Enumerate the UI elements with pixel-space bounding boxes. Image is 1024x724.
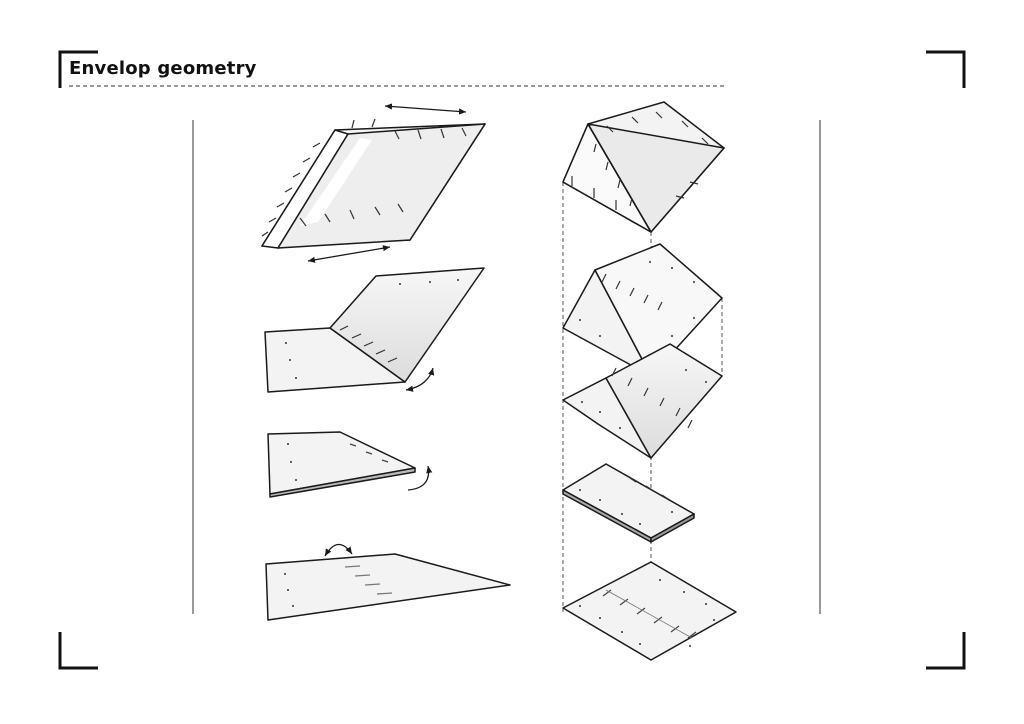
left-step-2-folded-sheet bbox=[264, 267, 485, 393]
arrow-bottom-double bbox=[307, 245, 391, 263]
rotate-arrow-step-2 bbox=[405, 367, 435, 392]
corner-top-left bbox=[58, 50, 98, 88]
corner-bottom-right bbox=[926, 632, 966, 670]
frame-corners bbox=[58, 50, 966, 670]
flip-arrow-step-4 bbox=[324, 543, 353, 557]
right-step-3-lower-fold bbox=[562, 343, 723, 459]
right-step-2-upper-fold bbox=[562, 243, 723, 377]
right-step-4-flat-plate bbox=[562, 463, 695, 543]
rotate-arrow-step-3 bbox=[407, 465, 433, 491]
left-step-1-tube bbox=[261, 118, 486, 249]
corner-bottom-left bbox=[58, 632, 98, 670]
page-title: Envelop geometry bbox=[69, 58, 257, 79]
corner-top-right bbox=[926, 50, 966, 88]
right-step-5-base-sheet bbox=[562, 561, 737, 661]
arrow-top-double bbox=[384, 103, 467, 115]
right-step-1-tube bbox=[562, 101, 725, 233]
left-step-3-flat-plate bbox=[267, 431, 416, 498]
left-step-4-base-sheet bbox=[265, 553, 511, 621]
